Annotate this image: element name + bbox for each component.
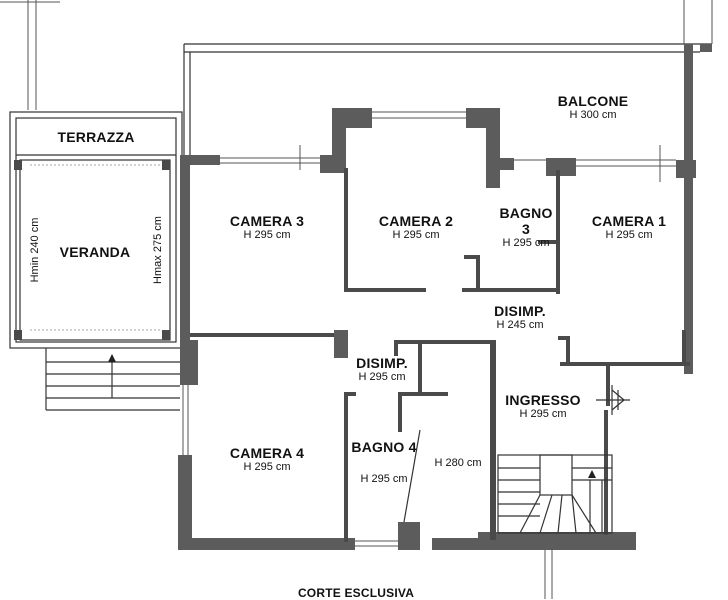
bagno4b-height: H 280 cm — [434, 457, 482, 469]
camera4-height: H 295 cm — [243, 461, 291, 473]
bagno3-name: BAGNO — [499, 205, 553, 221]
terrace-outline — [9, 111, 183, 349]
bagno3-number: 3 — [522, 221, 530, 237]
bagno3-height: H 295 cm — [502, 237, 550, 249]
corte-esclusiva-text: CORTE ESCLUSIVA — [297, 586, 415, 600]
terrace-steps — [45, 348, 180, 411]
room-label-veranda: VERANDA — [60, 244, 131, 260]
top-left-lines — [0, 0, 60, 110]
disimp-1-name: DISIMP. — [494, 303, 546, 319]
camera4-name: CAMERA 4 — [229, 445, 305, 461]
disimp-1-height: H 245 cm — [496, 319, 544, 331]
balcone-name: BALCONE — [557, 93, 629, 109]
room-label-camera4: CAMERA 4 H 295 cm — [230, 445, 304, 473]
room-label-balcone: BALCONE H 300 cm — [558, 93, 629, 121]
camera3-name: CAMERA 3 — [229, 213, 305, 229]
room-label-ingresso: INGRESSO H 295 cm — [505, 392, 581, 420]
disimp-2-height: H 295 cm — [358, 371, 406, 383]
corte-esclusiva-label: CORTE ESCLUSIVA — [298, 586, 414, 600]
interior-walls — [190, 168, 690, 542]
staircase — [497, 454, 613, 534]
camera2-name: CAMERA 2 — [378, 213, 454, 229]
right-wall — [684, 44, 693, 374]
bottom-lines — [544, 550, 553, 599]
room-label-camera1: CAMERA 1 H 295 cm — [592, 213, 666, 241]
room-label-camera3: CAMERA 3 H 295 cm — [230, 213, 304, 241]
room-label-terrazza: TERRAZZA — [57, 129, 134, 145]
ingresso-height: H 295 cm — [519, 408, 567, 420]
room-label-disimp-1: DISIMP. H 245 cm — [494, 303, 546, 331]
bagno4-height: H 295 cm — [360, 473, 408, 485]
ingresso-name: INGRESSO — [505, 392, 581, 408]
room-label-bagno4: BAGNO 4 — [351, 439, 416, 455]
windows — [182, 111, 676, 547]
room-label-camera2: CAMERA 2 H 295 cm — [379, 213, 453, 241]
veranda-min-height: Hmin 240 cm — [29, 217, 41, 283]
balcony-railing — [183, 0, 713, 160]
veranda-name: VERANDA — [59, 244, 131, 260]
bagno4-name: BAGNO 4 — [351, 439, 417, 455]
camera3-height: H 295 cm — [243, 229, 291, 241]
entrance-door — [596, 385, 630, 415]
room-label-disimp-2: DISIMP. H 295 cm — [356, 355, 408, 383]
exterior-walls — [178, 108, 636, 550]
camera2-height: H 295 cm — [392, 229, 440, 241]
terrazza-name: TERRAZZA — [57, 129, 135, 145]
camera1-height: H 295 cm — [605, 229, 653, 241]
camera1-name: CAMERA 1 — [591, 213, 667, 229]
room-label-bagno3: BAGNO 3 H 295 cm — [499, 205, 552, 250]
disimp-2-name: DISIMP. — [356, 355, 408, 371]
balcone-height: H 300 cm — [569, 109, 617, 121]
veranda-max-height: Hmax 275 cm — [152, 216, 164, 284]
